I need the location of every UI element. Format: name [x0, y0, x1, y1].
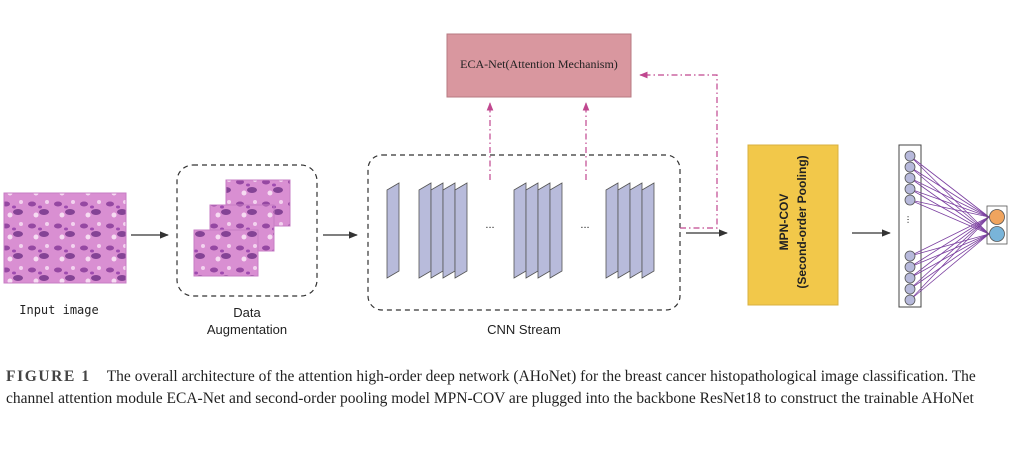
fc-ellipsis: ... — [904, 215, 916, 224]
fc-input-node — [904, 294, 916, 306]
fc-input-node — [904, 161, 916, 173]
fc-connection-line — [909, 216, 990, 268]
mpn-cov-sublabel: (Second-order Pooling) — [795, 155, 809, 289]
cnn-layer-group-3 — [513, 182, 563, 279]
augmented-image-1 — [193, 229, 259, 277]
data-augmentation-label-line1: Data — [233, 305, 261, 320]
eca-net-label: ECA-Net(Attention Mechanism) — [460, 57, 618, 71]
fc-layer-frame — [898, 144, 922, 308]
fc-connection-line — [909, 166, 990, 218]
fc-input-node — [904, 283, 916, 295]
fc-connection-line — [909, 216, 990, 279]
fc-connection-line — [909, 199, 990, 235]
output-frame — [986, 205, 1008, 245]
cnn-layer-group-4 — [605, 182, 655, 279]
output-node-bottom — [989, 226, 1005, 242]
eca-net-box — [446, 33, 632, 98]
mpn-cov-box — [747, 144, 839, 306]
fc-connection-line — [909, 188, 990, 235]
fc-input-nodes — [904, 150, 916, 306]
cnn-stream-label: CNN Stream — [487, 322, 561, 337]
mpn-cov-label-wrap: MPN-COV (Second-order Pooling) — [748, 145, 838, 305]
fc-connection-line — [909, 233, 990, 268]
cnn-layer-group-2 — [418, 182, 468, 279]
fc-connection-line — [909, 166, 990, 235]
arrow-feedback-to-eca — [639, 71, 718, 229]
figure-number: FIGURE 1 — [6, 368, 91, 385]
diagram-canvas — [3, 33, 1008, 311]
input-image-tile — [3, 192, 127, 284]
fc-connection-line — [909, 233, 990, 279]
fc-connection-line — [909, 155, 990, 218]
fc-input-node — [904, 183, 916, 195]
ellipsis-2: ... — [580, 219, 590, 231]
augmentation-box — [176, 164, 318, 297]
fc-connection-line — [909, 199, 990, 218]
ellipsis-1: ... — [485, 219, 495, 231]
input-image-label: Input image — [19, 303, 99, 317]
fc-connection-line — [909, 188, 990, 218]
mpn-cov-label: MPN-COV — [777, 193, 791, 251]
fc-input-node — [904, 250, 916, 262]
fc-input-node — [904, 261, 916, 273]
fc-connections — [909, 155, 990, 301]
fc-connection-line — [909, 216, 990, 257]
caption-text: The overall architecture of the attentio… — [6, 368, 976, 407]
fc-connection-line — [909, 216, 990, 290]
fc-input-node — [904, 272, 916, 284]
fc-connection-line — [909, 233, 990, 257]
fc-connection-line — [909, 216, 990, 301]
fc-connection-line — [909, 177, 990, 218]
fc-input-node — [904, 194, 916, 206]
fc-connection-line — [909, 233, 990, 290]
cnn-layer-group-1 — [386, 182, 400, 279]
cnn-stream-box — [367, 154, 681, 311]
data-augmentation-label-line2: Augmentation — [206, 322, 288, 337]
output-node-top — [989, 209, 1005, 225]
fc-input-node — [904, 150, 916, 162]
fc-connection-line — [909, 155, 990, 235]
fc-connection-line — [909, 233, 990, 301]
fc-input-node — [904, 172, 916, 184]
fc-connection-line — [909, 177, 990, 235]
